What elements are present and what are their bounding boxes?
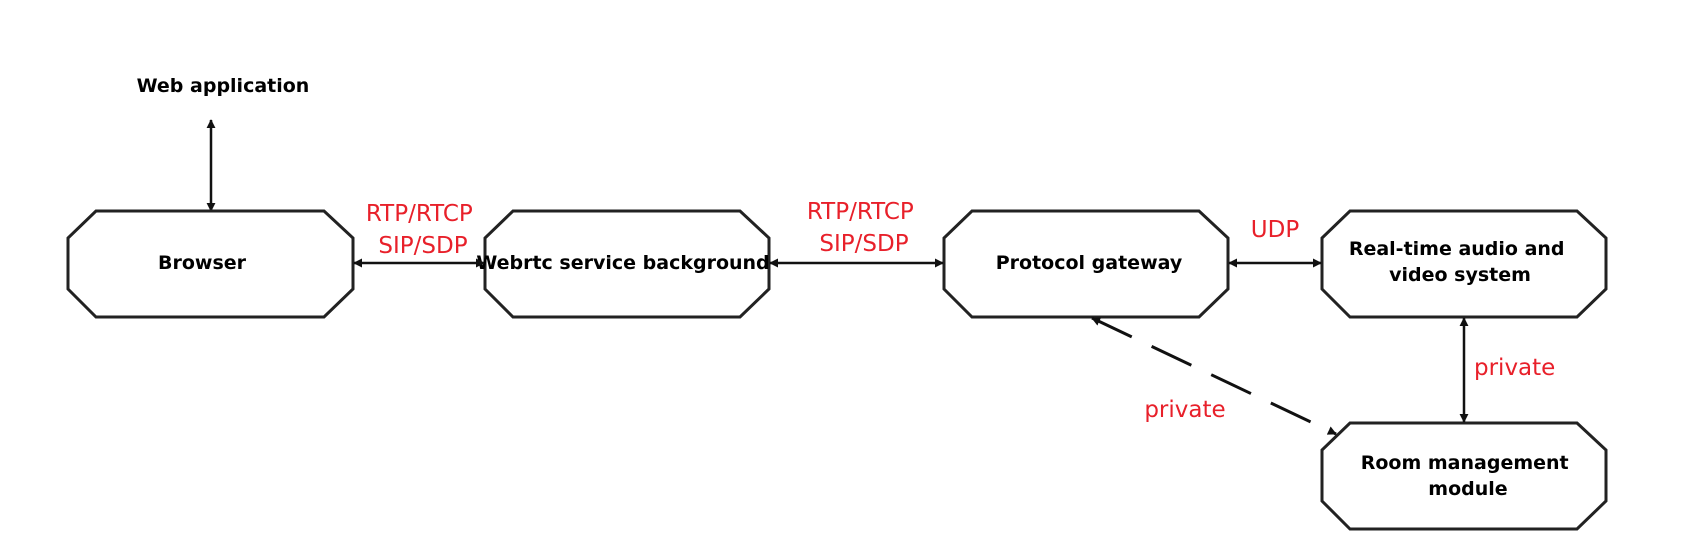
av-system-label: Real-time audio and video system xyxy=(1349,238,1571,286)
room-management-shape xyxy=(1320,421,1608,531)
edge-browser-webrtc-label: RTP/RTCP SIP/SDP xyxy=(366,201,480,259)
room-management-label-line2: module xyxy=(1428,478,1507,500)
edge-browser-webrtc-line2: SIP/SDP xyxy=(378,233,467,259)
edge-webrtc-gateway-line2: SIP/SDP xyxy=(819,231,908,257)
node-webrtc-service: Webrtc service background xyxy=(476,209,771,319)
edge-browser-webrtc-line1: RTP/RTCP xyxy=(366,201,473,227)
webrtc-service-label: Webrtc service background xyxy=(476,252,769,274)
edge-gateway-room xyxy=(1091,316,1337,436)
web-application-label: Web application xyxy=(137,75,310,97)
room-management-label-line1: Room management xyxy=(1361,452,1569,474)
protocol-gateway-label: Protocol gateway xyxy=(996,252,1183,274)
browser-shape xyxy=(66,209,355,319)
edge-gateway-room-label: private xyxy=(1144,397,1225,423)
webrtc-service-shape xyxy=(483,209,771,319)
av-system-label-line2: video system xyxy=(1389,264,1531,286)
edge-gateway-av-label: UDP xyxy=(1251,217,1300,243)
av-system-shape xyxy=(1320,209,1608,319)
browser-label: Browser xyxy=(158,252,247,274)
edge-webrtc-gateway-label: RTP/RTCP SIP/SDP xyxy=(807,199,921,257)
node-av-system: Real-time audio and video system xyxy=(1320,209,1608,319)
node-browser: Browser xyxy=(66,209,355,319)
edge-webrtc-gateway-line1: RTP/RTCP xyxy=(807,199,914,225)
av-system-label-line1: Real-time audio and xyxy=(1349,238,1565,260)
edge-av-room-label: private xyxy=(1474,355,1555,381)
room-management-label: Room management module xyxy=(1361,452,1576,500)
node-room-management: Room management module xyxy=(1320,421,1608,531)
node-protocol-gateway: Protocol gateway xyxy=(942,209,1230,319)
protocol-gateway-shape xyxy=(942,209,1230,319)
